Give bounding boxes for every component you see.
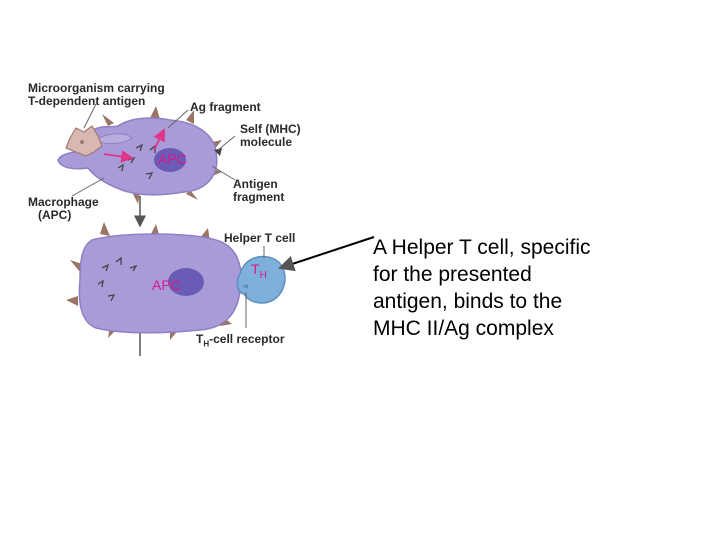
caption-line-4: MHC II/Ag complex xyxy=(373,317,554,340)
label-macrophage-line1: Macrophage xyxy=(28,195,99,209)
label-macrophage: Macrophage (APC) xyxy=(28,196,99,222)
label-ag-fragment: Ag fragment xyxy=(190,100,261,114)
label-self-mhc-line1: Self (MHC) xyxy=(240,122,301,136)
caption: A Helper T cell, specific for the presen… xyxy=(373,234,673,342)
bottom-antigen-fragments xyxy=(97,256,138,302)
th-label: TH xyxy=(251,261,267,281)
caption-line-1: A Helper T cell, specific xyxy=(373,236,591,259)
fragment-arrow xyxy=(153,128,165,151)
caption-line-2: for the presented xyxy=(373,263,532,286)
label-antigen-fragment: Antigen fragment xyxy=(233,178,284,204)
microorganism xyxy=(65,125,103,157)
label-receptor-suffix: -cell receptor xyxy=(209,332,285,346)
bottom-macrophage xyxy=(66,222,246,340)
label-helper-t-cell: Helper T cell xyxy=(224,231,296,245)
bottom-cell-nucleus xyxy=(168,268,204,296)
apc-label-bottom: APC xyxy=(152,277,181,293)
top-macrophage xyxy=(57,106,222,204)
caption-line-3: antigen, binds to the xyxy=(373,290,563,313)
self-mhc-molecule xyxy=(214,148,222,156)
label-microorganism-line2: T-dependent antigen xyxy=(28,94,146,108)
top-cell-nucleus xyxy=(154,148,186,172)
helper-t-cell xyxy=(236,255,286,304)
label-antigen-fragment-line2: fragment xyxy=(233,190,285,204)
th-label-sub: H xyxy=(259,269,267,281)
label-microorganism-line1: Microorganism carrying xyxy=(28,81,165,95)
label-antigen-fragment-line1: Antigen xyxy=(233,177,278,191)
top-cell-body xyxy=(57,117,218,196)
label-receptor: TH-cell receptor xyxy=(196,333,285,350)
ingestion-arrow xyxy=(103,150,134,163)
bottom-leader-lines xyxy=(245,246,265,328)
top-cell-pseudopod xyxy=(95,133,133,145)
apc-label-top: APC xyxy=(158,151,187,167)
top-leader-lines xyxy=(71,103,236,197)
label-self-mhc-line2: molecule xyxy=(240,135,293,149)
label-self-mhc: Self (MHC) molecule xyxy=(240,123,301,149)
th-label-main: T xyxy=(251,261,260,277)
label-microorganism: Microorganism carrying T-dependent antig… xyxy=(28,82,165,108)
label-macrophage-line2: (APC) xyxy=(38,208,72,222)
label-receptor-prefix: T xyxy=(196,332,204,346)
callout-arrow xyxy=(278,236,375,272)
label-receptor-sub: H xyxy=(203,339,210,349)
